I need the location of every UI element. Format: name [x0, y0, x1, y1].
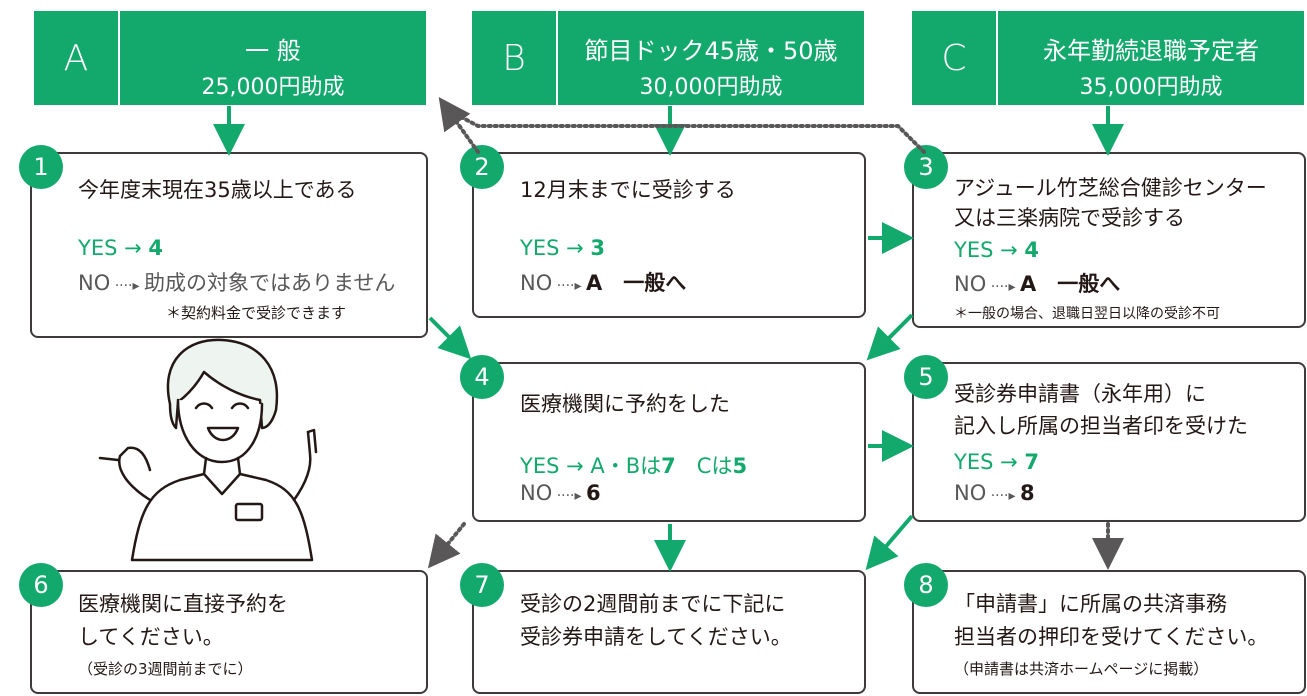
arrow-right-icon: →	[993, 450, 1025, 474]
category-divider	[556, 11, 558, 105]
step-7-number: 7	[460, 563, 504, 607]
dotted-arrow-icon: ····▸	[552, 488, 586, 504]
step-4-box: 医療機関に予約をした YES → A・Bは7 Cは5 NO ····▸ 6	[472, 362, 866, 522]
yes-target-c-num: 5	[732, 454, 748, 478]
step-6-line2: してください。	[78, 625, 224, 649]
no-target: 8	[1019, 481, 1035, 505]
no-label: NO	[954, 481, 987, 505]
no-target: 6	[585, 481, 601, 505]
step-3-note: ＊一般の場合、退職日翌日以降の受診不可	[954, 306, 1220, 322]
arrow-5-to-7	[865, 514, 914, 571]
arrow-right-icon: →	[117, 236, 149, 260]
step-4-number: 4	[460, 355, 504, 399]
step-3-yes: YES → 4	[954, 238, 1039, 262]
category-divider	[996, 11, 998, 105]
category-title: 永年勤続退職予定者	[1043, 37, 1259, 65]
category-amount: 25,000円助成	[201, 75, 345, 100]
step-3-number: 3	[904, 145, 948, 189]
step-7-box: 受診の2週間前までに下記に 受診券申請をしてください。	[472, 570, 866, 694]
step-5-question-line1: 受診券申請書（永年用）に	[954, 382, 1206, 406]
step-6-note: （受診の3週間前までに）	[78, 660, 253, 678]
step-5-no: NO ····▸ 8	[954, 481, 1035, 505]
step-6-line1: 医療機関に直接予約を	[78, 592, 288, 616]
dotted-arrow-2-to-a	[438, 96, 480, 154]
arrow-right-icon: →	[559, 454, 591, 478]
no-label: NO	[520, 271, 553, 295]
step-5-number: 5	[904, 355, 948, 399]
dotted-arrow-icon: ····▸	[986, 279, 1020, 295]
category-amount: 30,000円助成	[639, 75, 783, 100]
step-5-yes: YES → 7	[954, 450, 1039, 474]
step-1-question: 今年度末現在35歳以上である	[78, 178, 357, 202]
step-2-number: 2	[460, 145, 504, 189]
arrow-right-icon: →	[993, 238, 1025, 262]
no-label: NO	[954, 272, 987, 296]
yes-target: 4	[148, 236, 164, 260]
yes-label: YES	[520, 454, 560, 478]
step-3-box: アジュール竹芝総合健診センター 又は三楽病院で受診する YES → 4 NO ·…	[912, 152, 1306, 328]
yes-target-ab-num: 7	[661, 454, 676, 478]
step-3-question-line1: アジュール竹芝総合健診センター	[954, 176, 1267, 200]
step-3-question-line2: 又は三楽病院で受診する	[954, 206, 1185, 230]
category-c: C 永年勤続退職予定者 35,000円助成	[912, 11, 1304, 105]
category-letter: A	[63, 37, 89, 79]
step-1-no: NO ····▸ 助成の対象ではありません	[78, 267, 395, 297]
step-6-box: 医療機関に直接予約を してください。 （受診の3週間前までに）	[30, 570, 428, 694]
yes-target: 3	[590, 236, 606, 260]
step-6-number: 6	[19, 563, 63, 607]
step-8-note: （申請書は共済ホームページに掲載）	[954, 660, 1209, 678]
dotted-arrow-3-to-a	[446, 108, 926, 154]
step-5-box: 受診券申請書（永年用）に 記入し所属の担当者印を受けた YES → 7 NO ·…	[912, 362, 1306, 522]
step-8-number: 8	[904, 563, 948, 607]
step-8-line2: 担当者の押印を受けてください。	[954, 625, 1269, 649]
step-1-yes: YES → 4	[78, 236, 163, 260]
step-8-line1: 「申請書」に所属の共済事務	[954, 592, 1227, 616]
arrow-1-to-4	[428, 316, 472, 360]
category-a: A 一 般 25,000円助成	[34, 11, 426, 105]
step-7-line1: 受診の2週間前までに下記に	[520, 592, 786, 616]
no-target: A 一般へ	[585, 271, 687, 295]
step-3-no: NO ····▸ A 一般へ	[954, 268, 1120, 298]
step-2-question: 12月末までに受診する	[520, 178, 736, 202]
step-2-no: NO ····▸ A 一般へ	[520, 267, 686, 297]
dotted-arrow-icon: ····▸	[552, 278, 586, 294]
yes-label: YES	[954, 238, 994, 262]
step-4-question: 医療機関に予約をした	[520, 392, 730, 416]
step-7-line2: 受診券申請をしてください。	[520, 625, 792, 649]
dotted-arrow-icon: ····▸	[110, 278, 144, 294]
yes-label: YES	[78, 236, 118, 260]
step-4-no: NO ····▸ 6	[520, 481, 601, 505]
category-divider	[118, 11, 120, 105]
step-1-note: ＊契約料金で受診できます	[166, 304, 347, 322]
yes-label: YES	[520, 236, 560, 260]
step-4-yes: YES → A・Bは7 Cは5	[520, 450, 747, 480]
step-1-number: 1	[19, 145, 63, 189]
step-2-box: 12月末までに受診する YES → 3 NO ····▸ A 一般へ	[472, 152, 866, 318]
category-letter: C	[941, 37, 967, 79]
yes-target-c: Cは	[696, 454, 733, 478]
yes-target-ab: A・Bは	[590, 454, 662, 478]
step-8-box: 「申請書」に所属の共済事務 担当者の押印を受けてください。 （申請書は共済ホーム…	[912, 570, 1306, 694]
yes-target: 4	[1024, 238, 1040, 262]
dotted-arrow-4-to-6	[427, 522, 466, 569]
yes-label: YES	[954, 450, 994, 474]
no-target: 助成の対象ではありません	[143, 271, 396, 295]
no-target: A 一般へ	[1019, 272, 1121, 296]
no-label: NO	[520, 481, 553, 505]
category-title: 節目ドック45歳・50歳	[584, 37, 838, 65]
step-5-question-line2: 記入し所属の担当者印を受けた	[954, 414, 1248, 438]
no-label: NO	[78, 271, 111, 295]
category-amount: 35,000円助成	[1079, 75, 1223, 100]
dotted-arrow-icon: ····▸	[986, 488, 1020, 504]
category-title: 一 般	[245, 37, 301, 65]
arrow-3-to-4	[866, 313, 914, 361]
category-b: B 節目ドック45歳・50歳 30,000円助成	[472, 11, 864, 105]
step-2-yes: YES → 3	[520, 236, 605, 260]
category-letter: B	[502, 37, 526, 79]
yes-target: 7	[1024, 450, 1040, 474]
arrow-right-icon: →	[559, 236, 591, 260]
